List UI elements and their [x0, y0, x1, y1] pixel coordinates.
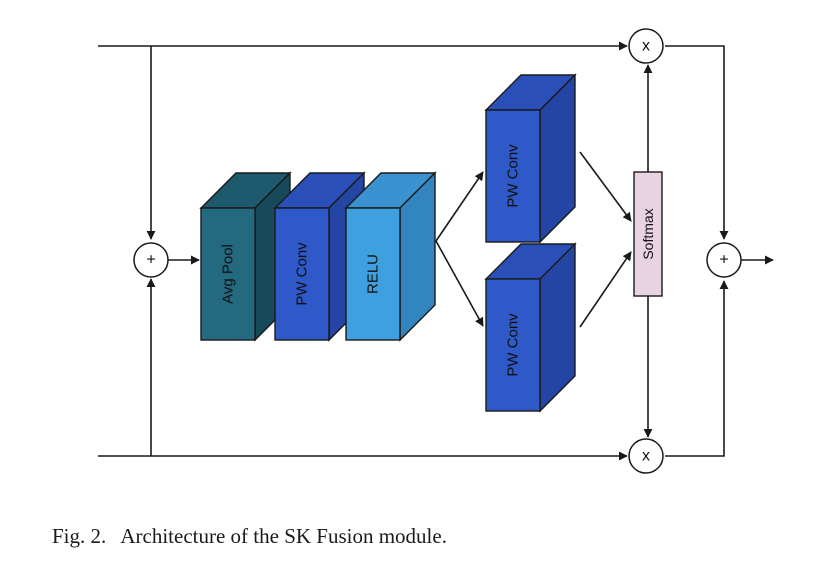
- mul-bottom-symbol: x: [642, 448, 650, 465]
- add-right-symbol: +: [719, 252, 728, 269]
- connection-lines: [98, 41, 774, 461]
- caption-text: Architecture of the SK Fusion module.: [120, 524, 447, 548]
- relu-label: RELU: [365, 254, 382, 294]
- sk-fusion-diagram: Avg Pool PW Conv RELU PW Conv PW Conv So…: [98, 28, 774, 474]
- add-right-operator: +: [706, 242, 742, 278]
- pw-conv-block-top: PW Conv: [484, 73, 577, 244]
- softmax-block: Softmax: [633, 171, 663, 297]
- figure-number: Fig. 2.: [52, 524, 107, 548]
- add-left-symbol: +: [146, 252, 155, 269]
- pw-conv-label-1: PW Conv: [294, 242, 311, 306]
- avg-pool-label: Avg Pool: [220, 244, 237, 304]
- figure-caption: Fig. 2. Architecture of the SK Fusion mo…: [52, 524, 812, 549]
- mul-top-operator: x: [628, 28, 664, 64]
- pw-conv-label-top: PW Conv: [505, 144, 522, 208]
- softmax-label: Softmax: [640, 208, 656, 259]
- pw-conv-block-bottom: PW Conv: [484, 242, 577, 413]
- mul-bottom-operator: x: [628, 438, 664, 474]
- pw-conv-label-bottom: PW Conv: [505, 313, 522, 377]
- mul-top-symbol: x: [642, 38, 650, 55]
- add-left-operator: +: [133, 242, 169, 278]
- relu-block: RELU: [344, 171, 437, 342]
